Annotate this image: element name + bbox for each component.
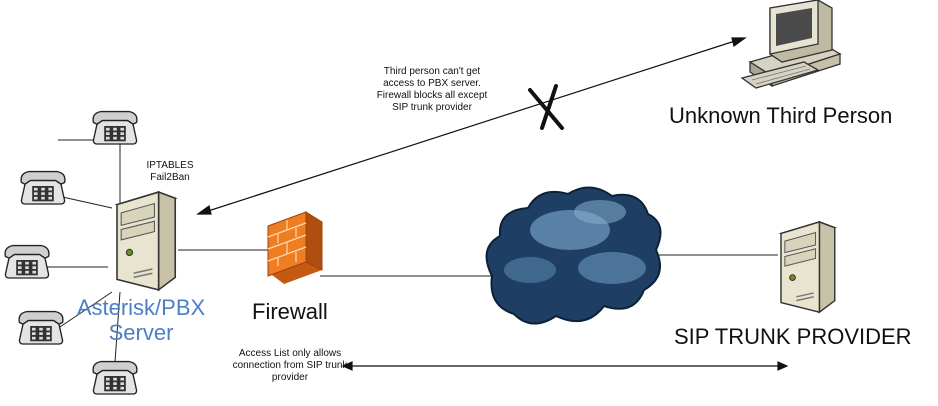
pbx-tools-list: IPTABLES Fail2Ban [132, 160, 208, 184]
pbx-server-label: Asterisk/PBX Server [76, 295, 206, 345]
telephone-icon [92, 360, 138, 395]
blocked-x-icon [528, 84, 564, 130]
telephone-icon [20, 170, 66, 205]
desktop-computer-icon [740, 0, 842, 89]
firewall-icon [267, 211, 323, 284]
server-icon [116, 191, 177, 291]
telephone-icon [18, 310, 64, 345]
blocked-access-arrow [196, 37, 747, 215]
cloud-icon [485, 186, 662, 325]
unknown-third-person-label: Unknown Third Person [669, 103, 893, 128]
fail2ban-label: Fail2Ban [150, 172, 190, 183]
server-icon [780, 221, 836, 313]
third-person-note: Third person can't get access to PBX ser… [376, 66, 488, 113]
telephone-icon [92, 110, 138, 145]
telephone-icon [4, 244, 50, 279]
access-list-note: Access List only allows connection from … [232, 348, 348, 383]
sip-trunk-provider-label: SIP TRUNK PROVIDER [674, 324, 912, 349]
firewall-label: Firewall [252, 299, 328, 324]
access-list-arrow [341, 361, 789, 371]
iptables-label: IPTABLES [146, 160, 194, 171]
